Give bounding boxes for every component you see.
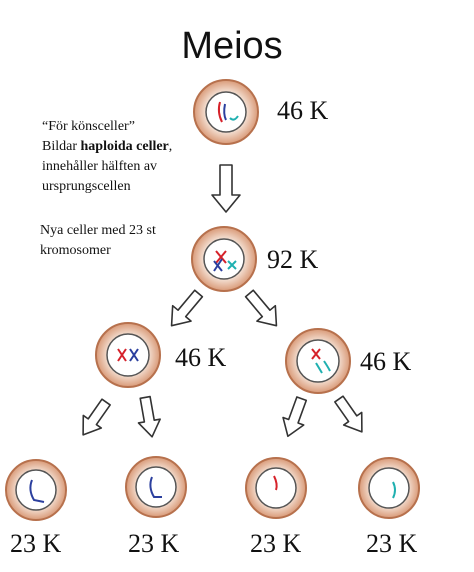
cell-bottom-2-label: 23 K — [128, 529, 180, 558]
cell-bottom-4-label: 23 K — [366, 529, 418, 558]
note-haploid: “För könsceller” Bildar haploida celler,… — [42, 119, 172, 194]
arrow-down-top — [211, 164, 241, 213]
cell-bottom-3 — [245, 457, 307, 519]
note-haploid-line2-bold: haploida celler — [81, 139, 169, 154]
arrow-to-mid-right — [244, 289, 278, 327]
cell-duplicated-label: 92 K — [267, 245, 319, 274]
note-haploid-line2: Bildar haploida celler, — [42, 139, 172, 154]
arrow-to-bottom-3 — [282, 396, 308, 438]
arrows — [82, 164, 363, 438]
cell-mid-left — [95, 322, 161, 388]
cell-bottom-1 — [5, 459, 67, 521]
note-haploid-line3: innehåller hälften av — [42, 159, 157, 174]
cell-top-label: 46 K — [277, 96, 329, 125]
cell-mid-right-label: 46 K — [360, 347, 412, 376]
diagram-title: Meios — [181, 25, 282, 67]
cell-bottom-1-label: 23 K — [10, 529, 62, 558]
arrow-to-bottom-2 — [137, 395, 161, 438]
cell-top — [193, 79, 259, 145]
arrow-to-mid-left — [170, 289, 204, 327]
cell-bottom-3-label: 23 K — [250, 529, 302, 558]
note-new-cells-line1: Nya celler med 23 st — [40, 223, 156, 238]
note-haploid-line2-end: , — [169, 139, 173, 154]
arrow-to-bottom-4 — [334, 395, 363, 433]
arrow-to-bottom-1 — [82, 398, 111, 436]
cell-mid-right — [285, 328, 351, 394]
cell-mid-left-label: 46 K — [175, 343, 227, 372]
note-haploid-line2-normal: Bildar — [42, 139, 81, 154]
note-new-cells: Nya celler med 23 st kromosomer — [40, 223, 156, 258]
note-haploid-line1: “För könsceller” — [42, 119, 135, 134]
cell-bottom-2 — [125, 456, 187, 518]
cell-bottom-4 — [358, 457, 420, 519]
note-haploid-line4: ursprungscellen — [42, 179, 131, 194]
cell-duplicated — [191, 226, 257, 292]
note-new-cells-line2: kromosomer — [40, 243, 111, 258]
